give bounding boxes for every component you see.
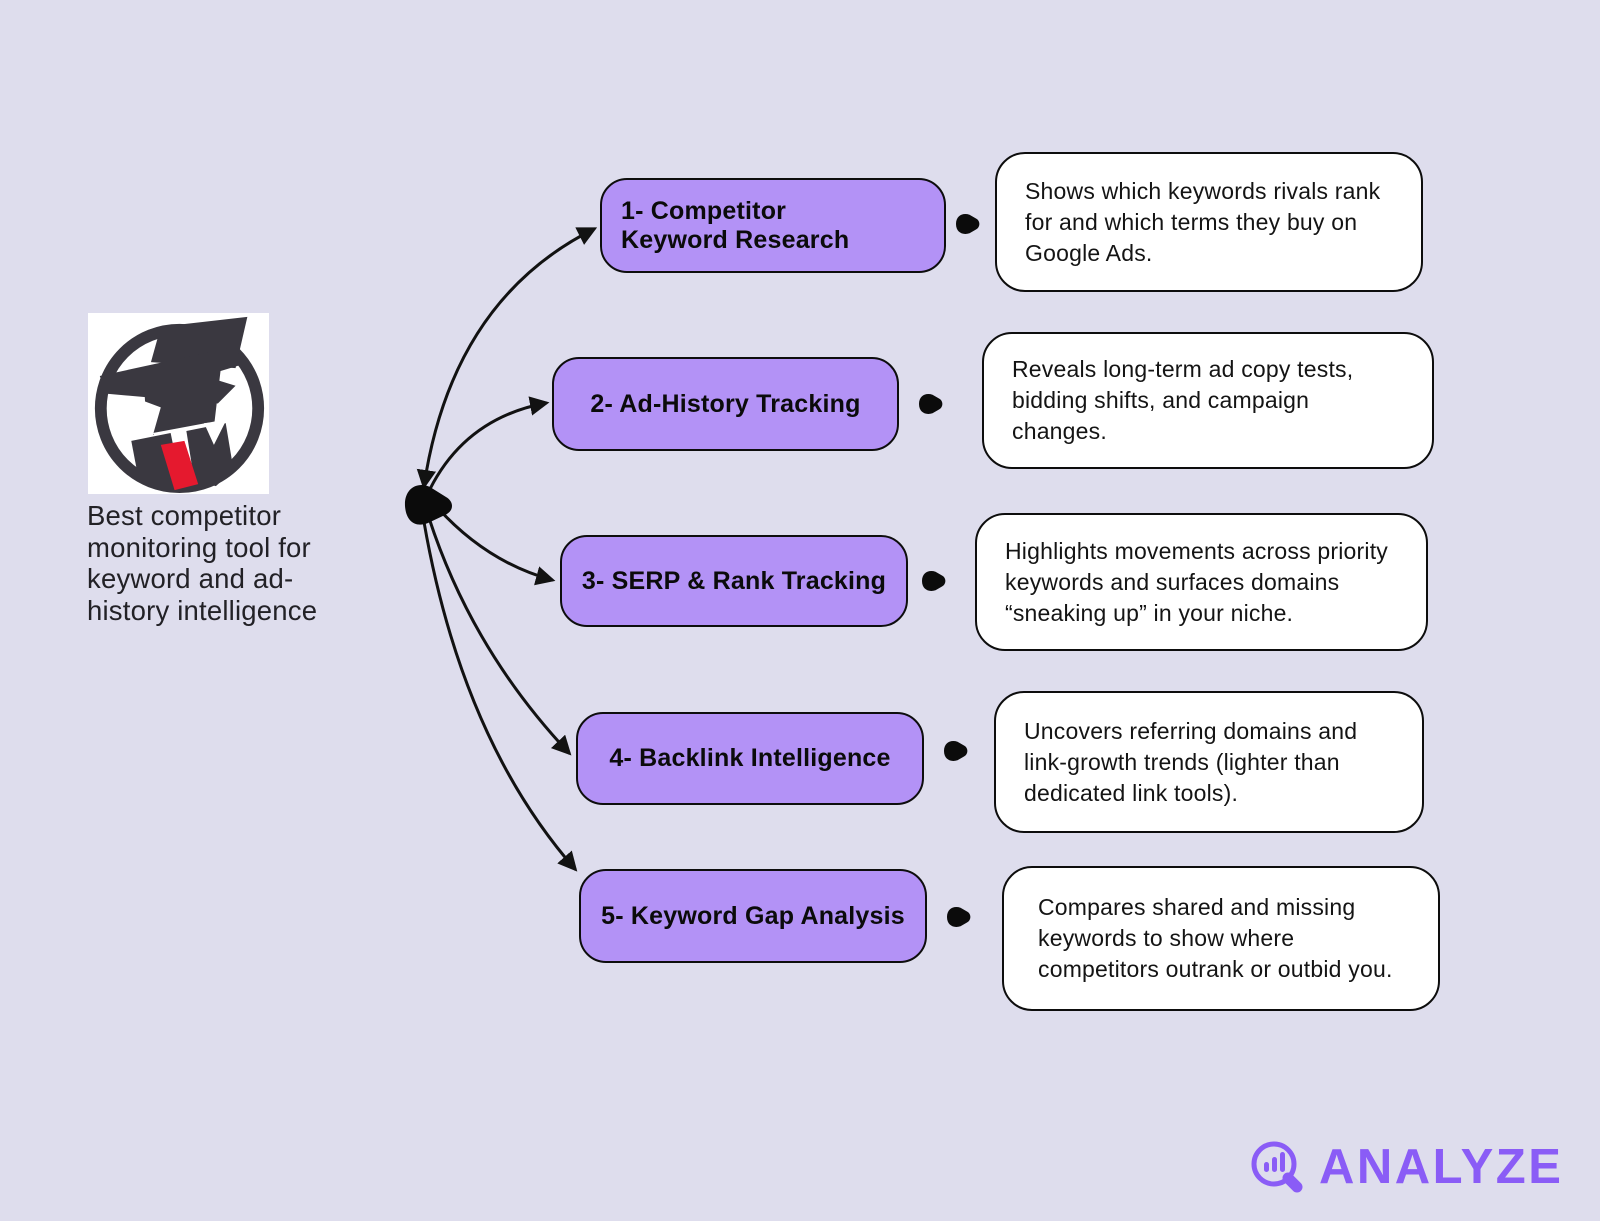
intro-caption: Best competitor monitoring tool for keyw… bbox=[87, 500, 318, 626]
node-label: 2- Ad-History Tracking bbox=[590, 389, 861, 418]
node-label: 4- Backlink Intelligence bbox=[609, 744, 891, 772]
branch-1 bbox=[416, 227, 598, 490]
card-competitor-keyword-research: Shows which keywords rivals rank for and… bbox=[995, 152, 1423, 292]
node-backlink-intelligence: 4- Backlink Intelligence bbox=[576, 712, 924, 805]
branch-2 bbox=[428, 396, 550, 491]
brand-logo: ANALYZE bbox=[1243, 1133, 1563, 1201]
node-label: 1- Competitor Keyword Research bbox=[621, 196, 850, 254]
magnifier-bar-chart-icon bbox=[1251, 1141, 1303, 1193]
root-node-blob bbox=[404, 485, 452, 525]
card-backlink-intelligence: Uncovers referring domains and link-grow… bbox=[994, 691, 1424, 833]
card-text: Uncovers referring domains and link-grow… bbox=[1024, 717, 1358, 806]
node-label: 5- Keyword Gap Analysis bbox=[601, 901, 905, 930]
card-ad-history-tracking: Reveals long-term ad copy tests, bidding… bbox=[982, 332, 1434, 469]
brand-logo-text: ANALYZE bbox=[1319, 1140, 1564, 1194]
branch-5 bbox=[422, 520, 578, 872]
node-keyword-gap-analysis: 5- Keyword Gap Analysis bbox=[579, 869, 927, 963]
branch-3 bbox=[434, 504, 556, 586]
spy-logo-image bbox=[88, 313, 269, 494]
card-text: Compares shared and missing keywords to … bbox=[1038, 894, 1393, 982]
node-competitor-keyword-research: 1- Competitor Keyword Research bbox=[600, 178, 946, 273]
card-text: Reveals long-term ad copy tests, bidding… bbox=[1012, 356, 1354, 444]
card-keyword-gap-analysis: Compares shared and missing keywords to … bbox=[1002, 866, 1440, 1011]
node-ad-history-tracking: 2- Ad-History Tracking bbox=[552, 357, 899, 451]
card-serp-rank-tracking: Highlights movements across priority key… bbox=[975, 513, 1428, 651]
card-text: Highlights movements across priority key… bbox=[1005, 537, 1388, 626]
spy-icon bbox=[88, 313, 269, 494]
node-serp-rank-tracking: 3- SERP & Rank Tracking bbox=[560, 535, 908, 627]
branch-4 bbox=[427, 516, 572, 756]
node-label: 3- SERP & Rank Tracking bbox=[581, 566, 887, 595]
card-text: Shows which keywords rivals rank for and… bbox=[1025, 177, 1381, 266]
